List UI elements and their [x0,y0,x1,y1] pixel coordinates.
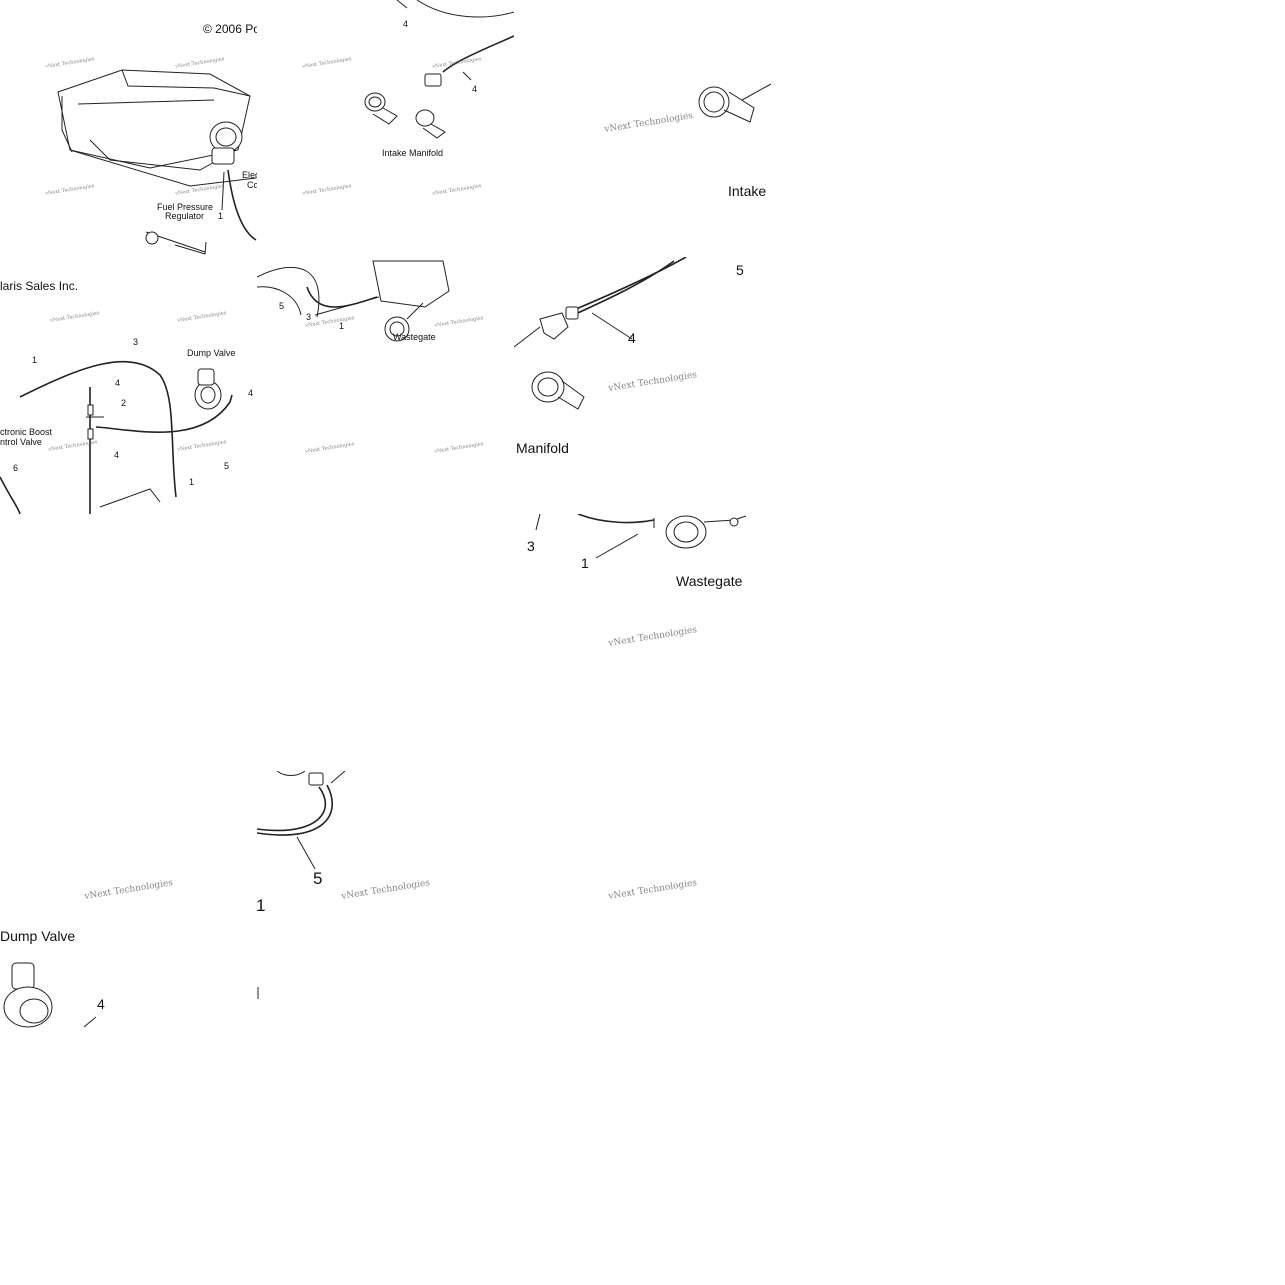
callout-1: 1 [189,477,195,487]
diagram-tile-wastegate-zoom: 3 1 Wastegate vNext Technologies [514,514,771,771]
manifold-label: Manifold [516,440,569,456]
wastegate-label: Wastegate [676,573,743,589]
callout-3: 3 [133,337,139,347]
callout-5: 5 [736,262,744,278]
callout-1: 1 [218,211,224,221]
wastegate-label: Wastegate [393,332,436,342]
dump-valve-drawing [3,962,97,1028]
diagram-tile-hose-zoom: 5 1 vNext Technologies [257,771,514,1028]
intake-manifold-drawing [364,0,514,139]
manifold-zoom-drawing [514,257,687,410]
intake-zoom-drawing [698,83,771,123]
electronic-boost-label-b: Co [247,180,257,190]
electronic-boost-label-a: ctronic Boost [0,427,53,437]
callout-2: 2 [121,398,127,408]
diagram-tile-wastegate: 5 3 1 Wastegate vNext Technologies vNext… [257,257,514,514]
diagram-tile-blank: vNext Technologies [514,771,771,1028]
callout-6: 6 [13,463,19,473]
diagram-tile-intake-zoom: Intake vNext Technologies [514,0,771,257]
callout-5: 5 [313,869,323,888]
diagram-tile-intake-manifold: 4 4 Intake Manifold vNext Technologies v… [257,0,514,257]
copyright-text: © 2006 Po [203,22,257,36]
callout-4: 4 [115,378,121,388]
callout-5: 5 [279,301,285,311]
dump-valve-label: Dump Valve [0,928,76,944]
air-box-drawing [57,69,257,255]
callout-4: 4 [628,330,636,346]
callout-1: 1 [32,355,38,365]
wastegate-zoom-drawing [535,514,747,559]
callout-1: 1 [257,896,266,915]
intake-manifold-label: Intake Manifold [382,148,444,158]
callout-4: 4 [97,996,105,1012]
wastegate-drawing [257,260,450,342]
callout-1: 1 [339,321,345,331]
fuel-pressure-regulator-label-a: Fuel Pressure [157,202,214,212]
watermark: vNext Technologies [607,878,698,902]
diagram-tile-manifold-zoom: 5 4 Manifold vNext Technologies [514,257,771,514]
callout-3: 3 [306,312,312,322]
boost-hose-drawing [0,360,233,514]
callout-4: 4 [472,84,478,94]
hose-zoom-drawing [257,771,346,999]
diagram-tile-boost-hoses: laris Sales Inc. 1 3 Dump Valve 4 2 4 ct… [0,257,257,514]
intake-label: Intake [728,183,767,199]
electronic-boost-label-b: ntrol Valve [0,437,42,447]
diagram-tile-dump-valve-zoom: Dump Valve 4 vNext Technologies [0,771,257,1028]
callout-1: 1 [581,555,589,571]
callout-3: 3 [527,538,535,554]
callout-4: 4 [114,450,120,460]
callout-5: 5 [224,461,230,471]
dump-valve-label: Dump Valve [187,348,236,358]
fuel-pressure-regulator-label-b: Regulator [165,211,205,221]
callout-4: 4 [403,19,409,29]
polaris-sales-text: laris Sales Inc. [0,279,79,293]
diagram-tile-overview-top: © 2006 Po Fuel Pressure Regulator Elec C… [0,0,257,257]
electronic-boost-label-a: Elec [242,170,257,180]
callout-4: 4 [248,388,254,398]
